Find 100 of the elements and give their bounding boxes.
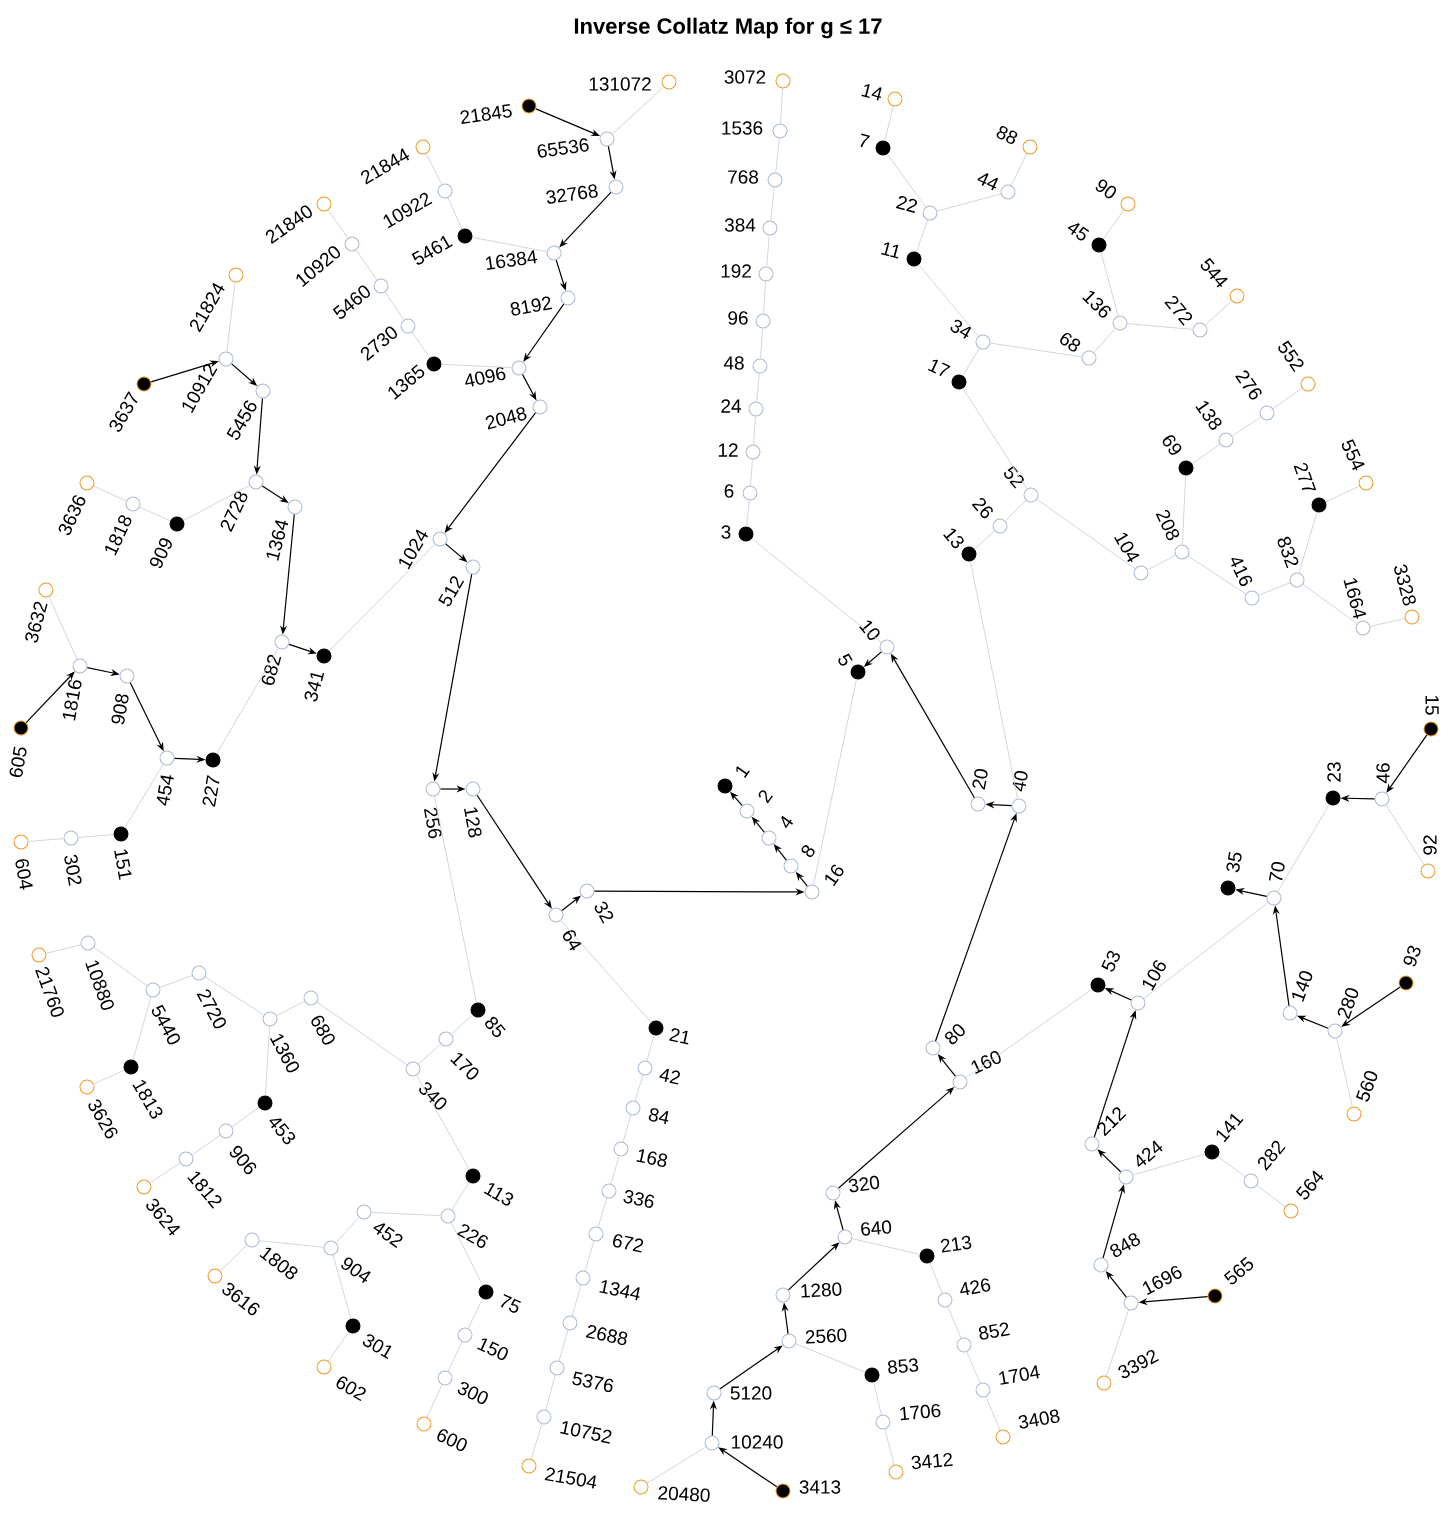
number-label: 170: [450, 1052, 479, 1080]
number-label: 454: [156, 775, 174, 806]
number-label: 23: [1327, 762, 1341, 782]
number-label: 21845: [460, 104, 512, 125]
connector-line: [384, 291, 405, 321]
number-label: 227: [202, 775, 220, 807]
number-label: 3408: [1018, 1409, 1060, 1429]
number-label: 554: [1341, 439, 1365, 471]
number-label: 832: [1277, 536, 1299, 569]
number-label: 80: [945, 1024, 965, 1045]
number-label: 853: [888, 1358, 919, 1374]
number-label: 1706: [900, 1403, 941, 1421]
connector-line: [795, 1343, 866, 1373]
number-label: 2728: [220, 491, 248, 533]
number-label: 85: [485, 1016, 506, 1038]
connector-line: [646, 1034, 655, 1062]
connector-line: [371, 1211, 441, 1217]
connector-line: [149, 1162, 181, 1184]
number-label: 2048: [485, 407, 527, 430]
connector-line: [1036, 498, 1136, 570]
number-label: 13: [943, 528, 964, 549]
connector-line: [775, 138, 780, 173]
connector-line: [132, 996, 152, 1061]
number-label: 5: [838, 653, 853, 666]
connector-line: [425, 153, 443, 185]
connector-line: [610, 1155, 620, 1185]
title: Inverse Collatz Map for g ≤ 17: [574, 17, 882, 39]
number-label: 21504: [544, 1467, 597, 1489]
connector-line: [1181, 475, 1187, 545]
connector-line: [259, 1240, 324, 1248]
connector-line: [571, 1284, 582, 1317]
arrow: [444, 412, 537, 533]
connector-line: [612, 86, 664, 135]
number-label: 226: [456, 1224, 488, 1248]
connector-line: [416, 1075, 470, 1170]
number-label: 64: [563, 930, 582, 951]
connector-line: [451, 1181, 470, 1211]
number-label: 565: [1223, 1256, 1254, 1285]
connector-line: [418, 1043, 441, 1065]
connector-line: [1143, 902, 1269, 999]
connector-line: [584, 1240, 595, 1272]
number-label: 3328: [1394, 564, 1416, 606]
connector-line: [28, 838, 64, 842]
connector-line: [780, 88, 783, 124]
number-label: 10880: [85, 960, 114, 1010]
number-label: 320: [848, 1175, 880, 1193]
number-label: 848: [1110, 1233, 1141, 1257]
number-label: 384: [724, 218, 756, 232]
connector-line: [471, 236, 548, 253]
number-label: 32: [594, 901, 614, 924]
number-label: 16384: [486, 250, 538, 270]
number-label: 75: [500, 1293, 521, 1313]
number-label: 300: [457, 1381, 488, 1404]
connector-line: [1369, 618, 1406, 627]
number-label: 106: [1142, 960, 1166, 991]
number-label: 168: [636, 1149, 668, 1167]
number-label: 552: [1278, 340, 1304, 372]
number-label: 65536: [537, 138, 589, 158]
connector-line: [332, 1254, 352, 1320]
connector-line: [1147, 554, 1176, 571]
connector-line: [183, 485, 250, 521]
number-label: 20480: [658, 1486, 710, 1502]
number-label: 24: [721, 399, 741, 413]
number-label: 213: [940, 1235, 972, 1253]
connector-line: [763, 281, 766, 314]
connector-line: [962, 348, 980, 376]
connector-line: [970, 560, 1018, 800]
connector-line: [447, 1341, 463, 1372]
number-label: 3: [721, 525, 731, 539]
connector-line: [1231, 416, 1262, 437]
number-label: 136: [1082, 290, 1111, 318]
connector-line: [766, 235, 770, 267]
connector-line: [1105, 1309, 1130, 1377]
number-label: 8: [801, 845, 815, 858]
number-label: 768: [728, 170, 759, 184]
number-label: 904: [341, 1257, 371, 1284]
number-label: 1664: [1343, 578, 1367, 619]
number-label: 11: [881, 242, 899, 259]
number-label: 141: [1216, 1113, 1244, 1143]
connector-line: [93, 946, 148, 987]
number-label: 280: [1337, 988, 1359, 1020]
number-label: 10: [859, 620, 880, 640]
connector-line: [813, 678, 857, 886]
connector-line: [770, 187, 775, 221]
number-label: 1536: [722, 121, 763, 135]
number-label: 602: [336, 1376, 366, 1402]
connector-line: [1004, 499, 1027, 522]
number-label: 852: [978, 1322, 1010, 1340]
number-label: 84: [648, 1108, 669, 1125]
number-label: 22: [896, 196, 918, 213]
number-label: 70: [1268, 862, 1285, 881]
number-label: 92: [1423, 835, 1437, 855]
connector-line: [1132, 1153, 1206, 1176]
number-label: 96: [728, 311, 748, 325]
connector-line: [335, 1217, 360, 1243]
connector-line: [434, 795, 477, 1004]
connector-line: [646, 1446, 707, 1484]
number-label: 34: [950, 319, 972, 339]
number-label: 10752: [560, 1421, 612, 1444]
number-label: 131072: [589, 77, 651, 91]
